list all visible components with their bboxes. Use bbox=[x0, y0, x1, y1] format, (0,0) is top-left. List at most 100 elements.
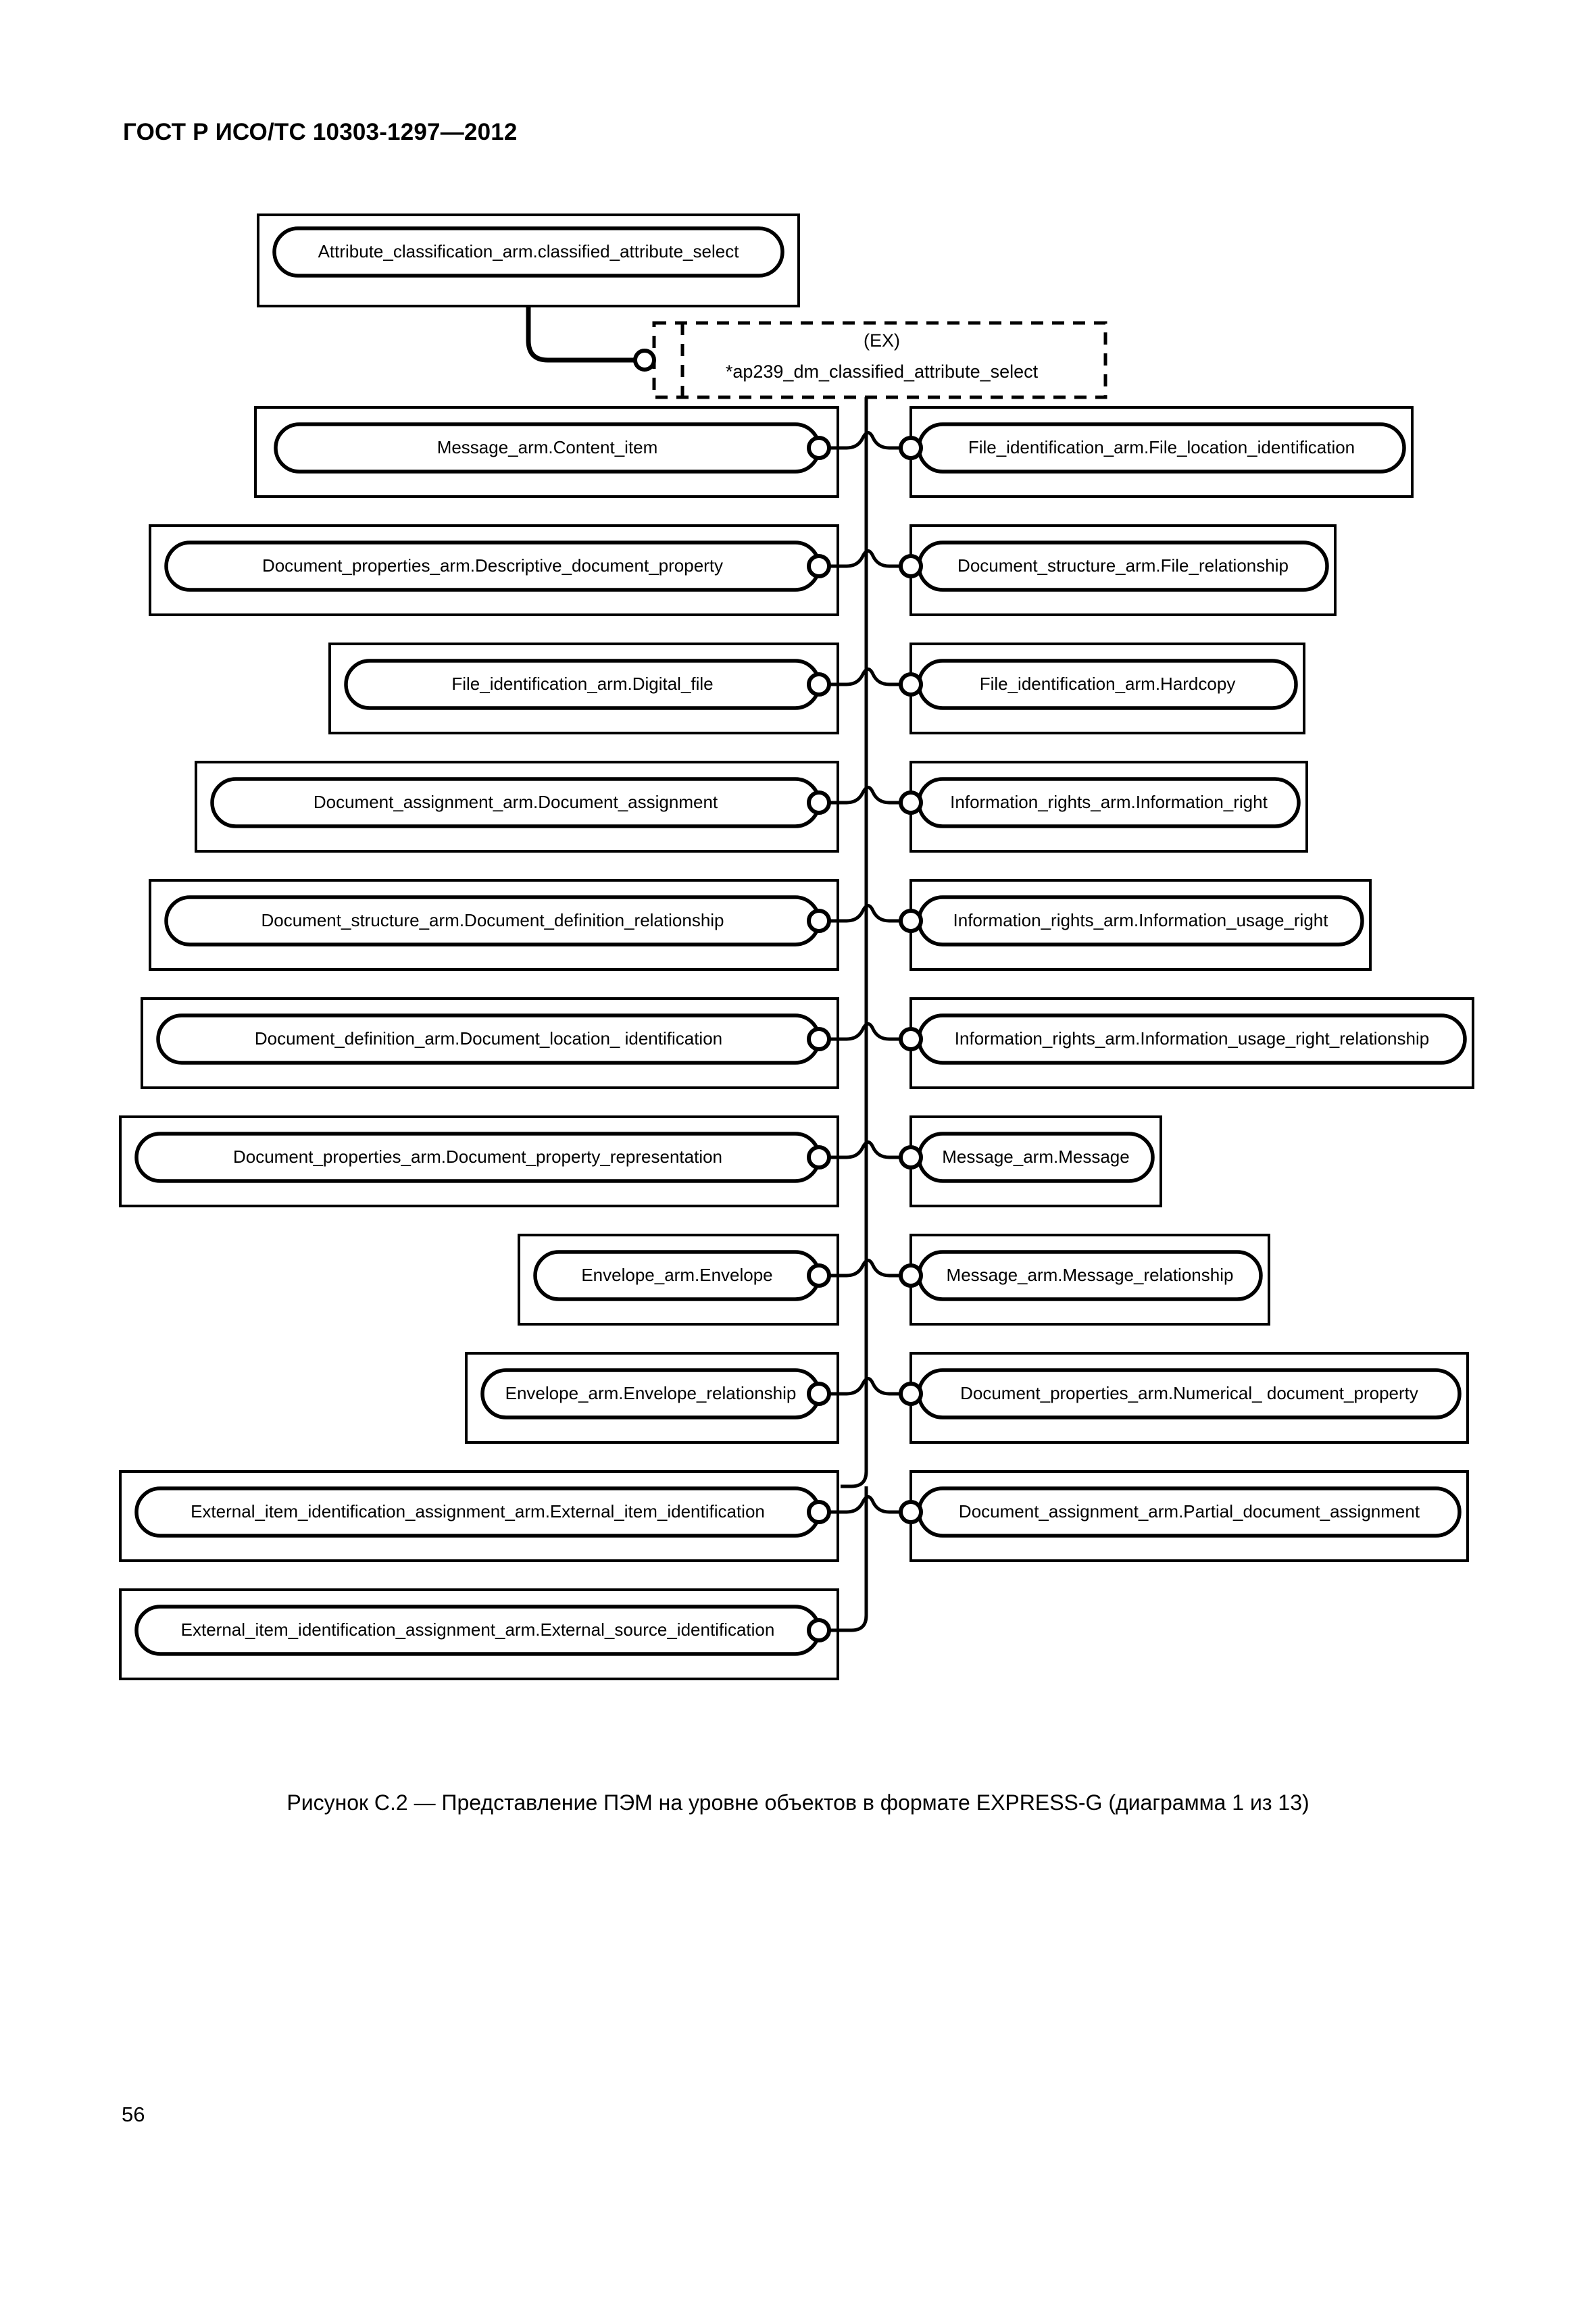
left-5-outer-frame bbox=[149, 879, 839, 971]
connector-circle-right-9 bbox=[899, 1382, 923, 1406]
connector-pair-5 bbox=[807, 904, 923, 933]
connector-circle-right-6 bbox=[899, 1027, 923, 1051]
diagram-node-right-8[interactable]: Message_arm.Message_relationship bbox=[909, 1234, 1270, 1326]
connector-line-7 bbox=[828, 1140, 901, 1159]
diagram-node-right-6[interactable]: Information_rights_arm.Information_usage… bbox=[909, 997, 1474, 1089]
diagram-node-right-9[interactable]: Document_properties_arm.Numerical_ docum… bbox=[909, 1352, 1469, 1444]
connector-line-6 bbox=[828, 1022, 901, 1041]
diagram-node-right-5[interactable]: Information_rights_arm.Information_usage… bbox=[909, 879, 1372, 971]
connector-circle-left-3 bbox=[807, 672, 831, 697]
left-7-outer-frame bbox=[119, 1115, 839, 1207]
right-6-label: Information_rights_arm.Information_usage… bbox=[955, 1028, 1429, 1049]
ex-node-label: *ap239_dm_classified_attribute_select bbox=[726, 361, 1039, 382]
left-8-outer-frame bbox=[518, 1234, 839, 1326]
page-number: 56 bbox=[122, 2103, 145, 2126]
diagram-node-left-7[interactable]: Document_properties_arm.Document_propert… bbox=[119, 1115, 839, 1207]
connector-circle-right-8 bbox=[899, 1263, 923, 1288]
connector-circle-right-1 bbox=[899, 436, 923, 460]
connector-circle-right-5 bbox=[899, 909, 923, 933]
diagram-node-left-9[interactable]: Envelope_arm.Envelope_relationship bbox=[465, 1352, 839, 1444]
connector-pair-9 bbox=[807, 1377, 923, 1406]
root-to-ex-connector bbox=[526, 306, 636, 363]
diagram-node-left-3[interactable]: File_identification_arm.Digital_file bbox=[328, 643, 839, 734]
left-10-outer-frame bbox=[119, 1470, 839, 1562]
diagram-node-left-8[interactable]: Envelope_arm.Envelope bbox=[518, 1234, 839, 1326]
connector-circle-right-7 bbox=[899, 1145, 923, 1169]
left-6-label: Document_definition_arm.Document_locatio… bbox=[255, 1028, 722, 1049]
connector-line-2 bbox=[828, 549, 901, 568]
connector-pair-1 bbox=[807, 431, 923, 460]
right-node-group: File_identification_arm.File_location_id… bbox=[909, 406, 1474, 1562]
connector-circle-left-7 bbox=[807, 1145, 831, 1169]
left-9-label: Envelope_arm.Envelope_relationship bbox=[505, 1383, 797, 1403]
left-8-label: Envelope_arm.Envelope bbox=[581, 1265, 772, 1285]
connector-pair-7 bbox=[807, 1140, 923, 1169]
right-8-label: Message_arm.Message_relationship bbox=[947, 1265, 1234, 1285]
connector-pair-4 bbox=[807, 786, 923, 815]
connector-circle-right-10 bbox=[899, 1500, 923, 1524]
connector-circle-left-6 bbox=[807, 1027, 831, 1051]
figure-caption: Рисунок С.2 — Представление ПЭМ на уровн… bbox=[286, 1790, 1310, 1815]
left-4-outer-frame bbox=[195, 761, 839, 853]
diagram-node-left-11[interactable]: External_item_identification_assignment_… bbox=[119, 1588, 839, 1680]
connector-circle-left-1 bbox=[807, 436, 831, 460]
right-2-label: Document_structure_arm.File_relationship bbox=[957, 555, 1289, 576]
diagram-node-left-4[interactable]: Document_assignment_arm.Document_assignm… bbox=[195, 761, 839, 853]
connector-line-3 bbox=[828, 668, 901, 686]
diagram-node-right-4[interactable]: Information_rights_arm.Information_right bbox=[909, 761, 1308, 853]
left-1-outer-frame bbox=[254, 406, 839, 498]
left-3-label: File_identification_arm.Digital_file bbox=[451, 674, 713, 694]
connector-line-4 bbox=[828, 786, 901, 805]
ex-tag-label: (EX) bbox=[864, 330, 900, 351]
connector-line-5 bbox=[828, 904, 901, 923]
connector-circle-right-2 bbox=[899, 554, 923, 578]
diagram-node-right-1[interactable]: File_identification_arm.File_location_id… bbox=[909, 406, 1414, 498]
connector-circle-right-4 bbox=[899, 790, 923, 815]
connector-pair-10 bbox=[807, 1495, 923, 1524]
left-2-outer-frame bbox=[149, 524, 839, 616]
diagram-node-left-2[interactable]: Document_properties_arm.Descriptive_docu… bbox=[149, 524, 839, 616]
connector-pair-8 bbox=[807, 1259, 923, 1288]
connector-circle-left-4 bbox=[807, 790, 831, 815]
left-node-group: Message_arm.Content_item Document_proper… bbox=[119, 406, 839, 1680]
connector-circle-left-10 bbox=[807, 1500, 831, 1524]
connector-circle-left-9 bbox=[807, 1382, 831, 1406]
document-standard-header: ГОСТ Р ИСО/ТС 10303-1297—2012 bbox=[123, 119, 518, 145]
left-5-label: Document_structure_arm.Document_definiti… bbox=[261, 910, 724, 930]
connector-line-1 bbox=[828, 431, 901, 450]
right-4-label: Information_rights_arm.Information_right bbox=[950, 792, 1268, 812]
diagram-node-right-3[interactable]: File_identification_arm.Hardcopy bbox=[909, 643, 1305, 734]
right-7-label: Message_arm.Message bbox=[942, 1147, 1129, 1167]
diagram-node-right-2[interactable]: Document_structure_arm.File_relationship bbox=[909, 524, 1337, 616]
right-9-label: Document_properties_arm.Numerical_ docum… bbox=[960, 1383, 1418, 1403]
root-node-label: Attribute_classification_arm.classified_… bbox=[318, 241, 740, 261]
connector-circle-right-3 bbox=[899, 672, 923, 697]
diagram-node-right-10[interactable]: Document_assignment_arm.Partial_document… bbox=[909, 1470, 1469, 1562]
right-1-label: File_identification_arm.File_location_id… bbox=[968, 437, 1355, 457]
connector-line-11-spine-tail bbox=[828, 1486, 868, 1632]
diagram-node-left-1[interactable]: Message_arm.Content_item bbox=[254, 406, 839, 498]
central-spine bbox=[841, 397, 868, 1488]
connector-group bbox=[807, 431, 923, 1642]
left-9-outer-frame bbox=[465, 1352, 839, 1444]
right-5-label: Information_rights_arm.Information_usage… bbox=[953, 910, 1329, 930]
root-rounded-box bbox=[272, 226, 784, 278]
connector-circle-left-11 bbox=[807, 1618, 831, 1642]
connector-pair-3 bbox=[807, 668, 923, 697]
diagram-node-right-7[interactable]: Message_arm.Message bbox=[909, 1115, 1162, 1207]
left-6-outer-frame bbox=[141, 997, 839, 1089]
diagram-node-left-5[interactable]: Document_structure_arm.Document_definiti… bbox=[149, 879, 839, 971]
left-11-label: External_item_identification_assignment_… bbox=[181, 1619, 775, 1640]
connector-circle-left-2 bbox=[807, 554, 831, 578]
diagram-node-left-6[interactable]: Document_definition_arm.Document_locatio… bbox=[141, 997, 839, 1089]
diagram-node-external-ref[interactable]: (EX) *ap239_dm_classified_attribute_sele… bbox=[652, 321, 1107, 399]
diagram-node-root[interactable]: Attribute_classification_arm.classified_… bbox=[257, 213, 800, 307]
left-2-label: Document_properties_arm.Descriptive_docu… bbox=[262, 555, 723, 576]
left-7-label: Document_properties_arm.Document_propert… bbox=[233, 1147, 722, 1167]
left-10-label: External_item_identification_assignment_… bbox=[191, 1501, 765, 1521]
express-g-diagram: Attribute_classification_arm.classified_… bbox=[0, 196, 1596, 1750]
connector-pair-2 bbox=[807, 549, 923, 578]
left-11-outer-frame bbox=[119, 1588, 839, 1680]
diagram-node-left-10[interactable]: External_item_identification_assignment_… bbox=[119, 1470, 839, 1562]
